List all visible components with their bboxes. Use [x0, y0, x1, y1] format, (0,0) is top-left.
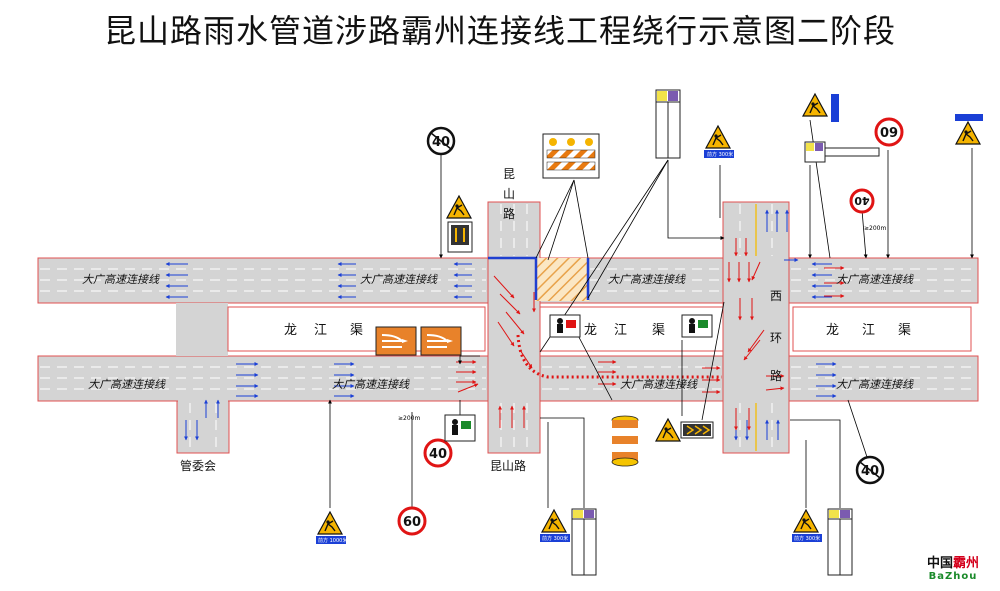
svg-text:前方 300米: 前方 300米 — [707, 151, 733, 158]
road-work-warning-sign-1 — [446, 195, 472, 219]
signal-poles — [447, 89, 880, 576]
detour-route — [516, 334, 722, 379]
kunshan-vertical-3: 路 — [503, 206, 515, 221]
distance-plate-300-a — [704, 150, 734, 158]
chevron-guide-sign — [680, 421, 714, 439]
svg-text:40: 40 — [429, 447, 447, 462]
speed-sign-40-bottom-left: 40 — [423, 438, 453, 468]
logo-main-text: 中国 — [926, 556, 953, 571]
svg-text:≥200m: ≥200m — [398, 415, 420, 422]
svg-text:前方 1000米: 前方 1000米 — [318, 537, 347, 544]
road-work-warning-sign-2 — [705, 125, 731, 149]
flagman-sign-bottom — [444, 414, 476, 442]
road-work-warning-sign-6 — [541, 509, 567, 533]
svg-text:40: 40 — [854, 194, 870, 207]
expressway-label-5: 大广高速连接线 — [88, 378, 166, 391]
lane-guide-sign — [447, 221, 473, 253]
canal-label-east-3: 渠 — [898, 323, 911, 338]
road-work-warning-sign-4 — [955, 121, 981, 145]
anti-collision-barrel — [611, 415, 639, 467]
logo-subtext: BaZhou — [928, 571, 978, 582]
expressway-label-7: 大广高速连接线 — [620, 378, 698, 391]
expressway-label-1: 大广高速连接线 — [82, 273, 160, 286]
speed-sign-40-mid-right: 40 — [849, 188, 875, 214]
road-work-warning-sign-7 — [793, 509, 819, 533]
distance-plate-200m-top: ≥200m — [864, 225, 886, 232]
speed-sign-60-bottom-left: 60 — [397, 506, 427, 536]
work-area-hatch — [535, 258, 589, 301]
canal-label-west-3: 渠 — [350, 323, 363, 338]
warning-signs: 前方 300米 前方 1000米 前方 300米 前方 300米 — [316, 93, 983, 544]
distance-plates: ≥200m ≥200m — [398, 225, 886, 422]
speed-sign-40-end-top-left: 40 — [426, 126, 456, 156]
speed-sign-40-end-bottom-right: 40 — [855, 455, 885, 485]
detour-path — [516, 334, 722, 379]
distance-plate-300-c — [792, 534, 822, 542]
distance-plate-300-b — [540, 534, 570, 542]
canal-label-mid-2: 江 — [614, 323, 627, 338]
canal-label-east-1: 龙 — [826, 323, 839, 338]
xihuan-vertical-1: 西 — [770, 289, 782, 303]
blue-plate-vertical — [831, 94, 839, 122]
road-work-warning-sign-3 — [802, 93, 828, 117]
signal-pole-bottom-right — [827, 508, 853, 576]
speed-limit-signs: 40 09 40 40 60 40 — [397, 117, 904, 536]
barricade-with-lights — [542, 133, 600, 179]
canal-segment-east — [792, 306, 972, 352]
canal-label-mid-3: 渠 — [652, 323, 665, 338]
signal-pole-bottom-mid — [571, 508, 597, 576]
median-crossover — [176, 303, 228, 356]
canal-label-west-1: 龙 — [284, 323, 297, 338]
speed-sign-09-top-right: 09 — [874, 117, 904, 147]
canal-label-west-2: 江 — [314, 323, 327, 338]
expressway-label-2: 大广高速连接线 — [360, 273, 438, 286]
logo: 中国霸州 BaZhou — [918, 552, 988, 582]
flagman-sign-right — [681, 314, 713, 338]
xihuan-vertical-3: 路 — [770, 368, 782, 383]
canal-label-mid-1: 龙 — [584, 323, 597, 338]
road-labels: 大广高速连接线 大广高速连接线 大广高速连接线 大广高速连接线 大广高速连接线 … — [82, 167, 914, 473]
diagram-title: 昆山路雨水管道涉路霸州连接线工程绕行示意图二阶段 — [103, 12, 896, 50]
distance-plate-1000 — [316, 536, 346, 544]
guanweihui-road — [176, 400, 230, 454]
detour-guide-sign-left — [375, 326, 417, 356]
svg-text:09: 09 — [880, 126, 898, 141]
kunshan-vertical-2: 山 — [503, 187, 515, 201]
road-work-warning-sign-8 — [655, 418, 681, 442]
expressway-label-3: 大广高速连接线 — [608, 273, 686, 286]
svg-text:前方 300米: 前方 300米 — [794, 535, 820, 542]
svg-text:≥200m: ≥200m — [864, 225, 886, 232]
flagman-signs — [444, 314, 713, 442]
svg-text:40: 40 — [432, 135, 450, 150]
orange-guide-signs — [375, 326, 714, 439]
signal-pole-top — [655, 89, 681, 159]
guanweihui-label: 管委会 — [180, 458, 216, 473]
canal-label-east-2: 江 — [862, 323, 875, 338]
construction-zone — [488, 256, 590, 301]
svg-text:40: 40 — [861, 464, 879, 479]
svg-text:60: 60 — [403, 515, 421, 530]
detour-guide-sign-right — [420, 326, 462, 356]
expressway-label-6: 大广高速连接线 — [332, 378, 410, 391]
kunshan-road-label: 昆山路 — [490, 458, 526, 473]
traffic-arrows-blue — [165, 209, 837, 441]
flagman-sign-mid — [549, 314, 581, 338]
svg-text:前方 300米: 前方 300米 — [542, 535, 568, 542]
kunshan-vertical-1: 昆 — [503, 167, 515, 181]
logo-accent-text: 霸州 — [953, 556, 980, 571]
xihuan-vertical-2: 环 — [770, 331, 782, 345]
signal-pole-top-right — [804, 141, 880, 163]
distance-plate-200m-bottom: ≥200m — [398, 415, 420, 422]
expressway-label-8: 大广高速连接线 — [836, 378, 914, 391]
traffic-arrows-red — [456, 238, 845, 431]
lane-markings — [40, 204, 976, 451]
expressway-label-4: 大广高速连接线 — [836, 273, 914, 286]
road-work-warning-sign-5 — [317, 511, 343, 535]
